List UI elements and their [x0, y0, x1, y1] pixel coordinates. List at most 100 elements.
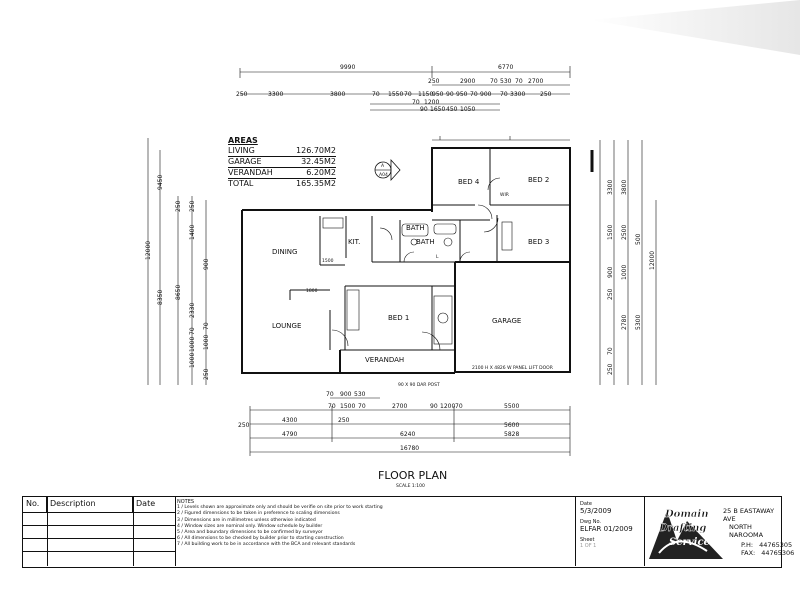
dwg-label: Dwg No.: [580, 519, 602, 525]
svg-text:70: 70: [515, 78, 523, 85]
rev-header-description: Description: [47, 497, 133, 512]
room-bath: BATH: [406, 224, 425, 232]
svg-text:1000: 1000: [621, 265, 628, 280]
title-block: No. Description Date NOTES 1 / Levels sh…: [22, 496, 794, 568]
dim-1800: 1800: [306, 288, 318, 294]
room-ensuite: BATH: [416, 238, 435, 246]
post-note: 90 X 90 DAR POST: [398, 382, 440, 388]
room-labels: DINING KIT. LOUNGE BED 1 BED 2 BED 3 BED…: [272, 176, 553, 388]
areas-title: AREAS: [228, 136, 258, 145]
room-garage: GARAGE: [492, 317, 521, 325]
svg-text:900: 900: [203, 258, 210, 270]
svg-text:A: A: [381, 163, 385, 169]
svg-text:70: 70: [490, 78, 498, 85]
svg-text:70: 70: [500, 91, 508, 98]
date-label: Date: [580, 501, 592, 507]
svg-text:4790: 4790: [282, 431, 297, 438]
svg-text:90: 90: [430, 403, 438, 410]
svg-text:90: 90: [420, 106, 428, 113]
svg-text:2700: 2700: [392, 403, 407, 410]
notes-title: NOTES: [177, 499, 195, 505]
dwg-value: ELFAR 01/2009: [580, 525, 633, 533]
svg-text:5500: 5500: [504, 403, 519, 410]
date-value: 5/3/2009: [580, 507, 612, 515]
left-dimensions: [147, 138, 207, 385]
svg-text:3300: 3300: [607, 180, 614, 195]
fax-value: 44765306: [761, 549, 795, 557]
top-dimension-text: 9990 6770 250 2900 70 530 70 2700 250 33…: [236, 64, 552, 113]
room-kitchen: KIT.: [348, 238, 360, 246]
svg-text:250: 250: [175, 200, 182, 212]
interior-walls: [289, 148, 570, 372]
note-line: 1 / Levels shown are approximate only an…: [177, 505, 383, 511]
dim-1500: 1500: [322, 258, 334, 264]
top-dimensions: [239, 66, 571, 141]
svg-text:1500: 1500: [607, 225, 614, 240]
svg-text:70: 70: [455, 403, 463, 410]
dim-6770: 6770: [498, 64, 513, 71]
svg-text:250: 250: [428, 78, 440, 85]
svg-text:3300: 3300: [510, 91, 525, 98]
svg-text:12000: 12000: [145, 241, 152, 260]
svg-text:2780: 2780: [621, 315, 628, 330]
room-bed-3: BED 3: [528, 238, 549, 246]
note-line: 2 / Figured dimensions to be taken in pr…: [177, 511, 340, 517]
svg-text:250: 250: [238, 422, 250, 429]
svg-text:Services: Services: [669, 537, 716, 548]
svg-text:A04: A04: [379, 172, 388, 178]
svg-text:900: 900: [607, 266, 614, 278]
svg-text:70: 70: [328, 403, 336, 410]
overall-width: 16780: [400, 445, 419, 452]
svg-text:530: 530: [500, 78, 512, 85]
svg-text:500: 500: [635, 233, 642, 245]
svg-text:70: 70: [607, 347, 614, 355]
section-symbol: A A04: [374, 158, 401, 182]
svg-text:1400: 1400: [189, 225, 196, 240]
svg-text:250: 250: [607, 288, 614, 300]
svg-text:70: 70: [404, 91, 412, 98]
svg-text:70: 70: [203, 322, 210, 330]
svg-text:950: 950: [432, 91, 444, 98]
svg-text:450: 450: [446, 106, 458, 113]
svg-text:1000: 1000: [189, 353, 196, 368]
svg-text:1500: 1500: [340, 403, 355, 410]
windows: [241, 147, 571, 374]
svg-text:1050: 1050: [460, 106, 475, 113]
revision-table: No. Description Date: [23, 497, 176, 566]
room-verandah: VERANDAH: [365, 356, 404, 364]
sheet-value: 1 OF 1: [580, 543, 597, 549]
left-dimension-text: 12000 9450 8350 8650 250 1400 250 2330 7…: [145, 175, 210, 380]
svg-text:70: 70: [470, 91, 478, 98]
sheet-label: Sheet: [580, 537, 595, 543]
svg-text:1000: 1000: [203, 335, 210, 350]
svg-text:250: 250: [540, 91, 552, 98]
notes-block: NOTES 1 / Levels shown are approximate o…: [177, 499, 572, 549]
svg-text:8650: 8650: [175, 285, 182, 300]
svg-text:2900: 2900: [460, 78, 475, 85]
room-bed-1: BED 1: [388, 314, 409, 322]
svg-text:12000: 12000: [649, 251, 656, 270]
note-line: 7 / All building work to be in accordanc…: [177, 542, 356, 548]
room-bed-2: BED 2: [528, 176, 549, 184]
door-swings: [331, 177, 501, 351]
rev-header-no: No.: [23, 497, 47, 512]
svg-text:3300: 3300: [268, 91, 283, 98]
svg-text:250: 250: [338, 417, 350, 424]
svg-text:250: 250: [607, 363, 614, 375]
svg-text:8350: 8350: [157, 290, 164, 305]
bottom-dimensions: [249, 397, 571, 456]
svg-text:9450: 9450: [157, 175, 164, 190]
svg-text:5300: 5300: [635, 315, 642, 330]
svg-text:70: 70: [326, 391, 334, 398]
svg-text:5600: 5600: [504, 422, 519, 429]
svg-text:250: 250: [236, 91, 248, 98]
svg-text:1200: 1200: [440, 403, 455, 410]
svg-text:Domain: Domain: [664, 509, 708, 520]
svg-text:1550: 1550: [388, 91, 403, 98]
svg-text:3800: 3800: [330, 91, 345, 98]
svg-text:250: 250: [203, 368, 210, 380]
note-line: 6 / All dimensions to be checked by buil…: [177, 536, 344, 542]
